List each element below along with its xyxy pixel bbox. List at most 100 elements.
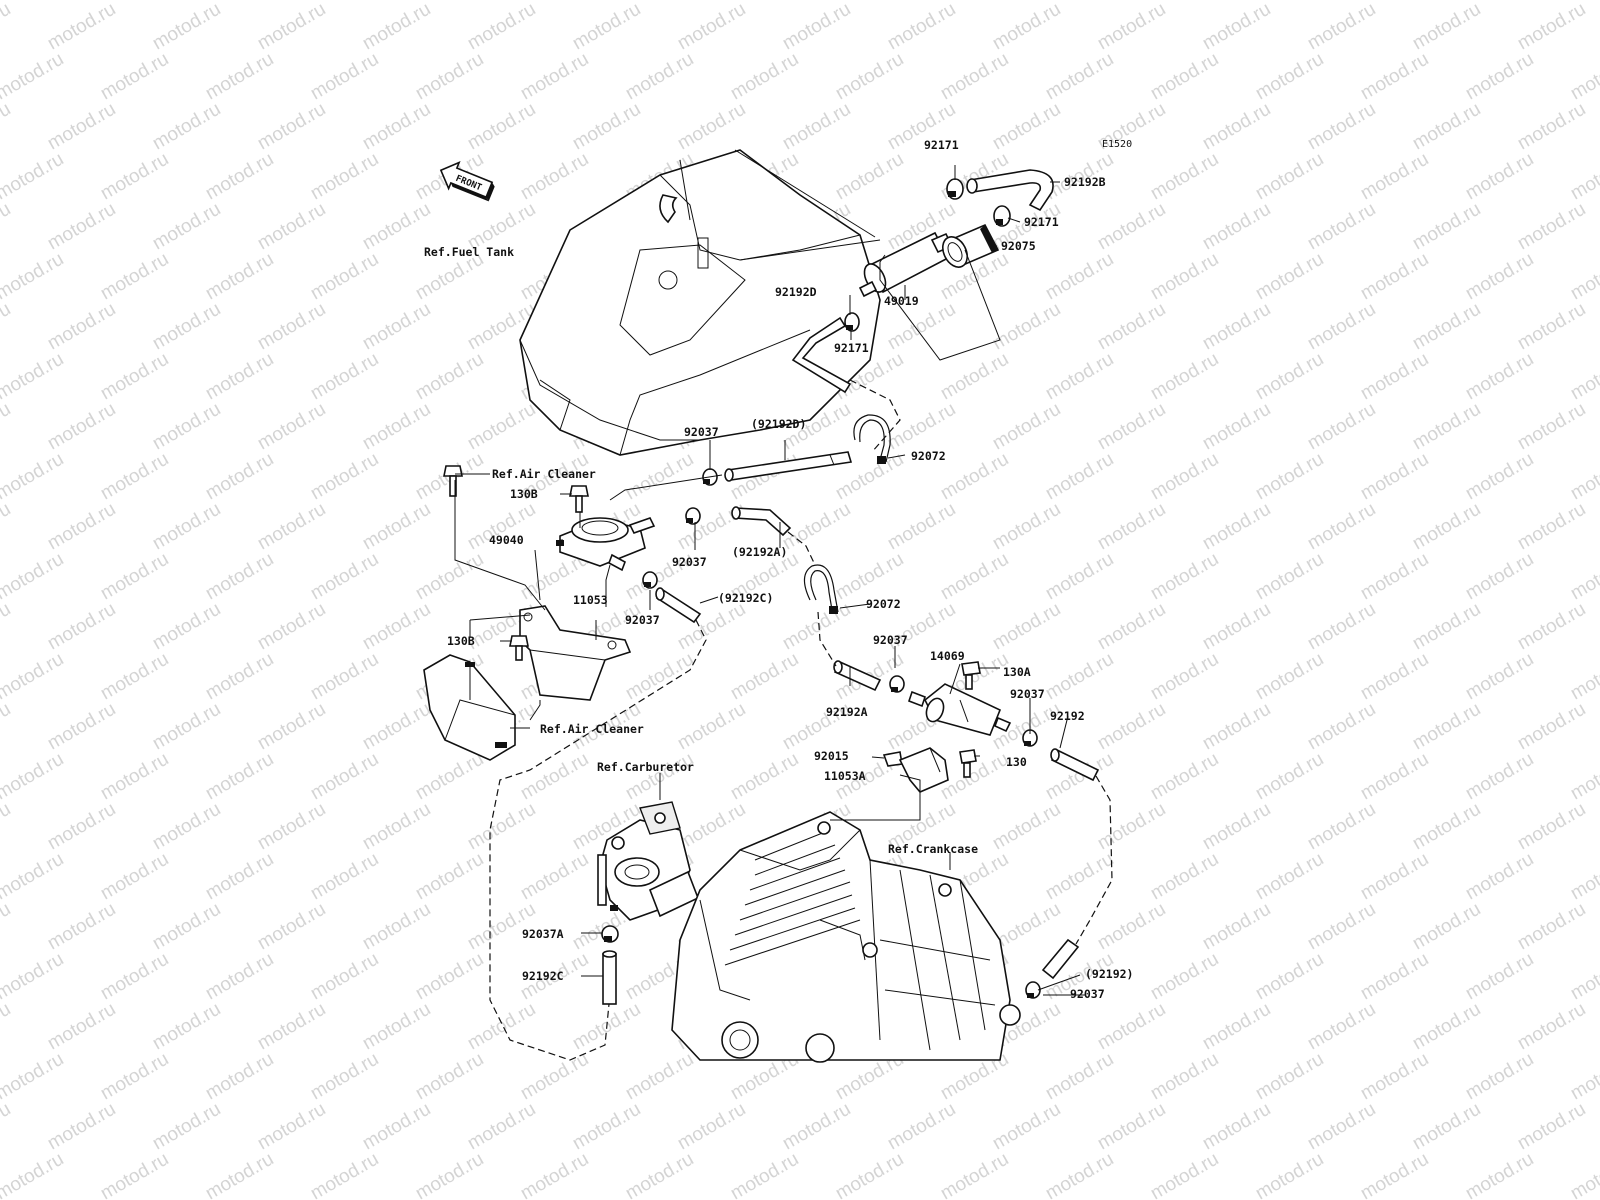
watermark-text: motod.ru	[97, 749, 172, 805]
watermark-text: motod.ru	[254, 799, 329, 855]
watermark-text: motod.ru	[1042, 649, 1117, 705]
watermark-text: motod.ru	[1094, 999, 1169, 1055]
watermark-text: motod.ru	[1042, 449, 1117, 505]
watermark-text: motod.ru	[1567, 1149, 1600, 1200]
label-11053: 11053	[573, 593, 608, 607]
watermark-text: motod.ru	[359, 599, 434, 655]
watermark-text: motod.ru	[44, 1099, 119, 1155]
label-92072-mid: 92072	[866, 597, 901, 611]
watermark-text: motod.ru	[1252, 149, 1327, 205]
watermark-text: motod.ru	[1252, 549, 1327, 605]
watermark-text: motod.ru	[1147, 249, 1222, 305]
watermark-text: motod.ru	[307, 749, 382, 805]
label-ref-air-cleaner-bottom: Ref.Air Cleaner	[540, 722, 644, 736]
watermark-text: motod.ru	[1462, 749, 1537, 805]
watermark-text: motod.ru	[884, 0, 959, 54]
watermark-text: motod.ru	[1147, 1049, 1222, 1105]
label-14069: 14069	[930, 649, 965, 663]
clamp-92037A	[601, 925, 619, 943]
watermark-text: motod.ru	[1409, 0, 1484, 54]
watermark-text: motod.ru	[1409, 399, 1484, 455]
watermark-text: motod.ru	[0, 199, 14, 255]
watermark-text: motod.ru	[412, 1049, 487, 1105]
watermark-text: motod.ru	[1409, 699, 1484, 755]
bolt-130A	[961, 661, 981, 690]
watermark-text: motod.ru	[1567, 549, 1600, 605]
watermark-text: motod.ru	[1199, 499, 1274, 555]
watermark-text: motod.ru	[569, 1099, 644, 1155]
watermark-text: motod.ru	[1409, 899, 1484, 955]
watermark-text: motod.ru	[1514, 99, 1589, 155]
watermark-text: motod.ru	[202, 849, 277, 905]
watermark-text: motod.ru	[149, 99, 224, 155]
watermark-text: motod.ru	[202, 549, 277, 605]
watermark-text: motod.ru	[1514, 799, 1589, 855]
watermark-text: motod.ru	[832, 549, 907, 605]
watermark-text: motod.ru	[1304, 499, 1379, 555]
watermark-text: motod.ru	[0, 0, 67, 4]
watermark-text: motod.ru	[412, 49, 487, 105]
watermark-text: motod.ru	[1409, 199, 1484, 255]
watermark-text: motod.ru	[1304, 399, 1379, 455]
watermark-text: motod.ru	[359, 799, 434, 855]
watermark-text: motod.ru	[1252, 249, 1327, 305]
watermark-text: motod.ru	[0, 149, 67, 205]
air-cleaner-housing	[423, 654, 516, 761]
watermark-text: motod.ru	[674, 99, 749, 155]
watermark-text: motod.ru	[1409, 999, 1484, 1055]
watermark-text: motod.ru	[1094, 399, 1169, 455]
watermark-text: motod.ru	[149, 1099, 224, 1155]
label-92037-e: 92037	[1010, 687, 1045, 701]
watermark-text: motod.ru	[1199, 99, 1274, 155]
watermark-text: motod.ru	[1199, 299, 1274, 355]
label-ref-fuel-tank: Ref.Fuel Tank	[424, 245, 514, 259]
watermark-text: motod.ru	[44, 299, 119, 355]
watermark-text: motod.ru	[44, 499, 119, 555]
watermark-text: motod.ru	[622, 49, 697, 105]
watermark-text: motod.ru	[1252, 749, 1327, 805]
watermark-text: motod.ru	[779, 0, 854, 54]
watermark-text: motod.ru	[0, 599, 14, 655]
watermark-text: motod.ru	[0, 299, 14, 355]
watermark-text: motod.ru	[1357, 949, 1432, 1005]
watermark-text: motod.ru	[412, 749, 487, 805]
watermark-text: motod.ru	[1147, 949, 1222, 1005]
label-92015: 92015	[814, 749, 849, 763]
watermark-text: motod.ru	[44, 399, 119, 455]
watermark-text: motod.ru	[1567, 449, 1600, 505]
watermark-text: motod.ru	[149, 599, 224, 655]
watermark-text: motod.ru	[779, 599, 854, 655]
watermark-text: motod.ru	[1409, 1099, 1484, 1155]
watermark-text: motod.ru	[0, 349, 67, 405]
watermark-text: motod.ru	[1147, 349, 1222, 405]
watermark-text: motod.ru	[937, 449, 1012, 505]
label-92192: 92192	[1050, 709, 1085, 723]
watermark-text: motod.ru	[0, 1149, 67, 1200]
watermark-text: motod.ru	[1409, 799, 1484, 855]
label-92192D: 92192D	[775, 285, 817, 299]
label-92192C: 92192C	[522, 969, 564, 983]
watermark-text: motod.ru	[674, 699, 749, 755]
watermark-text: motod.ru	[1567, 49, 1600, 105]
watermark-text: motod.ru	[359, 699, 434, 755]
watermark-text: motod.ru	[359, 499, 434, 555]
watermark-text: motod.ru	[1252, 349, 1327, 405]
watermark-text: motod.ru	[1304, 0, 1379, 54]
watermark-text: motod.ru	[254, 299, 329, 355]
bolt-130B-top	[569, 485, 589, 513]
watermark-text: motod.ru	[202, 249, 277, 305]
watermark-text: motod.ru	[1042, 349, 1117, 405]
watermark-text: motod.ru	[1199, 999, 1274, 1055]
watermark-text: motod.ru	[989, 799, 1064, 855]
watermark-text: motod.ru	[0, 699, 14, 755]
watermark-text: motod.ru	[149, 999, 224, 1055]
watermark-text: motod.ru	[1094, 699, 1169, 755]
watermark-text: motod.ru	[44, 599, 119, 655]
watermark-text: motod.ru	[1304, 299, 1379, 355]
leader-lines	[454, 165, 1085, 996]
clamp-92037-b	[685, 507, 701, 525]
watermark-text: motod.ru	[307, 149, 382, 205]
watermark-text: motod.ru	[1199, 799, 1274, 855]
watermark-text: motod.ru	[1094, 599, 1169, 655]
